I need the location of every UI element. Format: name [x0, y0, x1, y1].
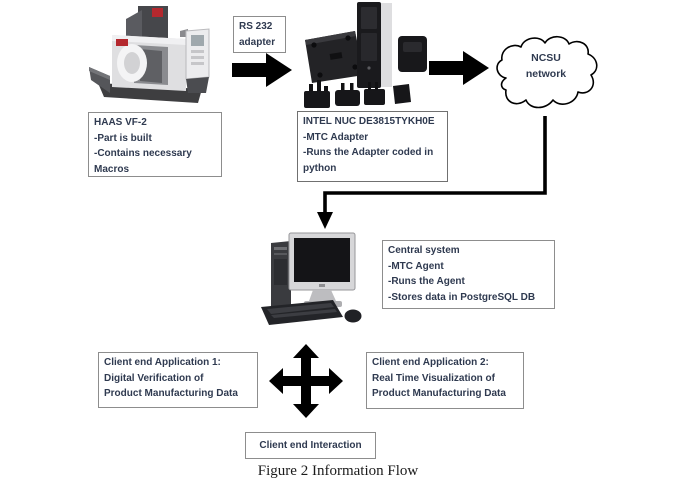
- client-interaction-box: Client end Interaction: [245, 432, 376, 459]
- central-line2: -MTC Agent: [388, 260, 444, 272]
- central-line4: -Stores data in PostgreSQL DB: [388, 291, 536, 303]
- interaction-label: Client end Interaction: [259, 440, 362, 451]
- client2-line2: Real Time Visualization of: [372, 372, 495, 384]
- cloud-to-central-connector: [315, 112, 555, 234]
- rs232-line2: adapter: [239, 36, 276, 48]
- cloud-icon: [496, 35, 598, 109]
- haas-line3: -Contains necessary: [94, 148, 192, 159]
- nuc-line3: -Runs the Adapter coded in: [303, 147, 434, 158]
- move-arrow-icon: [269, 344, 343, 418]
- client-app1-box: Client end Application 1: Digital Verifi…: [98, 352, 258, 408]
- figure-caption: Figure 2 Information Flow: [257, 463, 419, 479]
- arrow-machine-to-nuc: [232, 53, 292, 87]
- nuc-kit-icon: [304, 2, 427, 108]
- client2-line1: Client end Application 2:: [372, 357, 489, 368]
- central-line3: -Runs the Agent: [388, 276, 465, 287]
- cnc-machine-icon: [89, 6, 210, 103]
- elbow-arrow-icon: [317, 116, 547, 229]
- computer-icon: [261, 232, 362, 325]
- client1-line2: Digital Verification of: [104, 372, 204, 384]
- cloud-label: NCSU network: [490, 50, 602, 82]
- cloud-line1: NCSU: [531, 52, 561, 64]
- nuc-line4: python: [303, 162, 337, 174]
- client2-line3: Product Manufacturing Data: [372, 388, 506, 399]
- right-arrow-icon: [429, 51, 489, 85]
- arrow-nuc-to-network: [429, 51, 489, 85]
- rs232-line1: RS 232: [239, 21, 273, 32]
- client-app2-box: Client end Application 2: Real Time Visu…: [366, 352, 524, 409]
- right-arrow-icon: [232, 53, 292, 87]
- desktop-computer-photo: [257, 227, 367, 330]
- central-title: Central system: [388, 245, 460, 256]
- client1-line3: Product Manufacturing Data: [104, 388, 238, 399]
- nuc-line2: -MTC Adapter: [303, 131, 369, 143]
- cloud-line2: network: [525, 68, 567, 80]
- client1-line1: Client end Application 1:: [104, 357, 221, 368]
- four-way-arrow: [266, 342, 346, 420]
- rs232-adapter-box: RS 232 adapter: [233, 16, 286, 53]
- central-system-box: Central system -MTC Agent -Runs the Agen…: [382, 240, 555, 309]
- nuc-title: INTEL NUC DE3815TYKH0E: [303, 116, 435, 127]
- ncsu-network-cloud: [488, 30, 603, 120]
- intel-nuc-kit-photo: [297, 0, 432, 112]
- nuc-label-box: INTEL NUC DE3815TYKH0E -MTC Adapter -Run…: [297, 111, 448, 182]
- haas-title: HAAS VF-2: [94, 117, 147, 128]
- haas-line2: -Part is built: [94, 132, 152, 144]
- haas-label-box: HAAS VF-2 -Part is built -Contains neces…: [88, 112, 222, 177]
- haas-line4: Macros: [94, 163, 130, 175]
- haas-vf2-machine-photo: [88, 3, 218, 109]
